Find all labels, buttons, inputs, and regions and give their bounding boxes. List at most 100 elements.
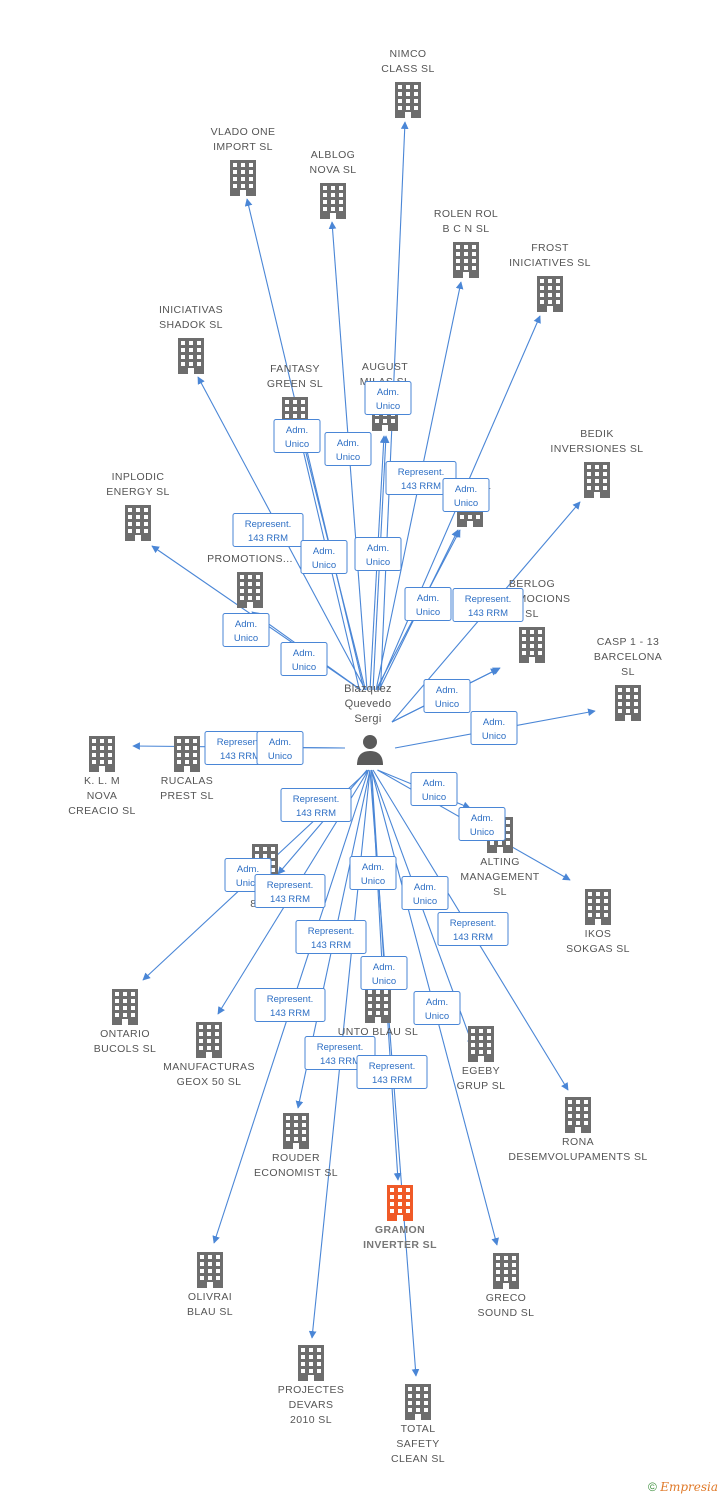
company-label: SOUND SL bbox=[478, 1307, 535, 1319]
relation-tag-text: Unico bbox=[435, 699, 459, 710]
company-label: AUGUST bbox=[362, 361, 408, 373]
relation-tag[interactable]: Represent. 143 RRM bbox=[385, 461, 457, 495]
company-label: EGEBY bbox=[462, 1065, 500, 1077]
relation-tag-box bbox=[354, 537, 402, 571]
relation-tag-box bbox=[458, 807, 506, 841]
relation-tag[interactable]: Adm.Unico bbox=[280, 642, 328, 676]
relation-tag-box bbox=[356, 1055, 428, 1089]
relation-tag[interactable]: Adm.Unico bbox=[470, 711, 518, 745]
relation-tag[interactable]: Adm.Unico bbox=[364, 381, 412, 415]
company-label: INPLODIC bbox=[112, 471, 165, 483]
relation-tag[interactable]: Adm.Unico bbox=[349, 856, 397, 890]
building-icon bbox=[196, 1022, 222, 1058]
relation-tag-box bbox=[295, 920, 367, 954]
person-icon bbox=[357, 751, 383, 765]
company-node-untoblau[interactable]: UNTO BLAU SL bbox=[338, 987, 418, 1038]
relation-tag[interactable]: Adm.Unico bbox=[410, 772, 458, 806]
relation-tag-box bbox=[254, 988, 326, 1022]
relation-tag[interactable]: Represent.143 RRM bbox=[295, 920, 367, 954]
company-label: SL bbox=[621, 666, 635, 678]
relation-tag-text: Unico bbox=[482, 731, 506, 742]
relation-tag[interactable]: Adm.Unico bbox=[360, 956, 408, 990]
relation-tag[interactable]: Adm.Unico bbox=[442, 478, 490, 512]
building-icon bbox=[283, 1113, 309, 1149]
brand-logo[interactable]: Empresia bbox=[660, 1480, 718, 1494]
relation-tag[interactable]: Represent.143 RRM bbox=[254, 874, 326, 908]
relation-tag[interactable]: Adm.Unico bbox=[256, 731, 304, 765]
relation-tag[interactable]: Adm.Unico bbox=[413, 991, 461, 1025]
relation-tag-text: Unico bbox=[268, 751, 292, 762]
building-icon bbox=[197, 1252, 223, 1288]
company-label: FROST bbox=[531, 242, 569, 254]
relation-tag-text: Unico bbox=[361, 876, 385, 887]
relation-tag[interactable]: Adm.Unico bbox=[423, 679, 471, 713]
relation-tag[interactable]: Represent.143 RRM bbox=[356, 1055, 428, 1089]
relation-tag-text: Represent. bbox=[217, 737, 263, 748]
relation-tag[interactable]: Adm.Unico bbox=[273, 419, 321, 453]
copyright-symbol: © bbox=[648, 1480, 657, 1494]
relation-tag-text: 143 RRM bbox=[296, 808, 336, 819]
relation-tag[interactable]: Adm.Unico bbox=[222, 613, 270, 647]
person-icon-head bbox=[363, 735, 377, 749]
relation-tag[interactable]: Represent.143 RRM bbox=[232, 513, 304, 547]
relation-tag[interactable]: Adm.Unico bbox=[458, 807, 506, 841]
relation-tag[interactable]: Adm.Unico bbox=[401, 876, 449, 910]
company-label: PROMOTIONS... bbox=[207, 553, 293, 565]
relation-tag-box bbox=[222, 613, 270, 647]
relation-tag[interactable]: Represent.143 RRM bbox=[280, 788, 352, 822]
relation-tag-text: Represent. bbox=[398, 467, 444, 478]
building-icon bbox=[174, 736, 200, 772]
relation-tag[interactable]: Adm.Unico bbox=[354, 537, 402, 571]
company-label: VLADO ONE bbox=[211, 126, 276, 138]
company-label: DEVARS bbox=[289, 1399, 334, 1411]
relation-tag-text: Adm. bbox=[286, 425, 308, 436]
relation-tag-box bbox=[232, 513, 304, 547]
company-label: GREEN SL bbox=[267, 378, 323, 390]
relation-tag[interactable]: Adm.Unico bbox=[300, 540, 348, 574]
relation-tag[interactable]: Adm.Unico bbox=[404, 587, 452, 621]
company-label: SAFETY bbox=[396, 1438, 439, 1450]
relation-tag-text: Adm. bbox=[423, 778, 445, 789]
footer: © Empresia bbox=[648, 1480, 718, 1494]
relation-tag[interactable]: Represent.143 RRM bbox=[437, 912, 509, 946]
relation-tag-text: Adm. bbox=[237, 864, 259, 875]
relation-tag[interactable]: Represent.143 RRM bbox=[452, 588, 524, 622]
relation-tag-box bbox=[470, 711, 518, 745]
relation-tag-box bbox=[349, 856, 397, 890]
building-icon bbox=[453, 242, 479, 278]
relation-tag-text: 143 RRM bbox=[401, 481, 441, 492]
relation-tag-text: Adm. bbox=[337, 438, 359, 449]
relation-tag-box bbox=[256, 731, 304, 765]
company-label: NOVA bbox=[87, 790, 118, 802]
building-icon bbox=[89, 736, 115, 772]
relation-tag[interactable]: Adm.Unico bbox=[324, 432, 372, 466]
company-label: PROJECTES bbox=[278, 1384, 345, 1396]
relation-tag[interactable]: Represent.143 RRM bbox=[254, 988, 326, 1022]
